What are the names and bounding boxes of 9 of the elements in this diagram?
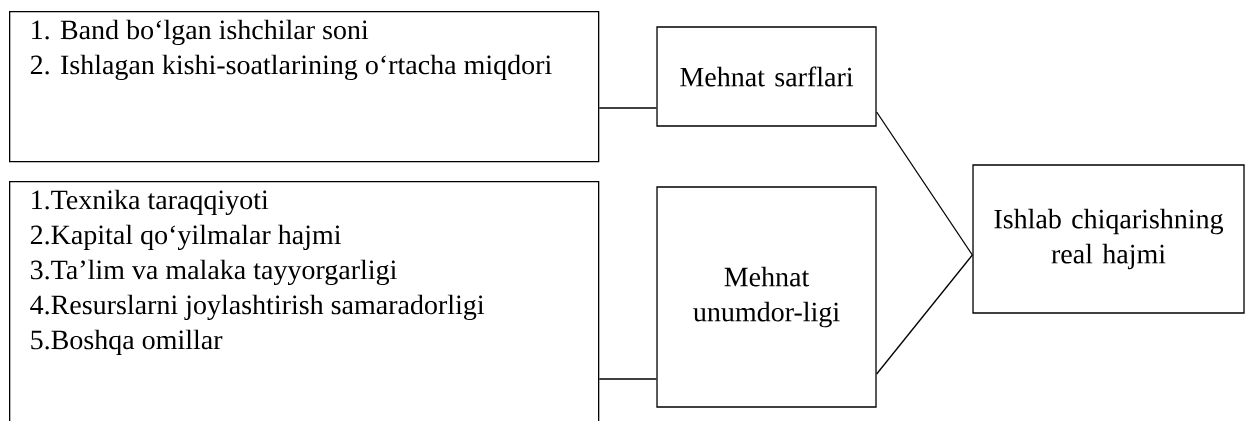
text-box: Ishlab chiqarishning real hajmi <box>972 164 1245 314</box>
connector-line <box>598 107 657 109</box>
text-box: 1.Texnika taraqqiyoti 2.Kapital qo‘yilmalar hajmi 3.Ta’lim va malaka tayyorgarligi 4.Resurslarni joylashtirish samaradorligi 5.Boshqa omillar <box>9 181 600 421</box>
text-box: Mehnat unumdor-ligi <box>656 186 877 408</box>
connector-line <box>876 254 973 375</box>
text-box: Mehnat sarflari <box>656 26 877 127</box>
text-box: 1. Band bo‘lgan ishchilar soni 2. Ishlagan kishi-soatlarining o‘rtacha miqdori <box>9 11 600 163</box>
connector-line <box>598 378 657 380</box>
connector-line <box>876 111 973 256</box>
